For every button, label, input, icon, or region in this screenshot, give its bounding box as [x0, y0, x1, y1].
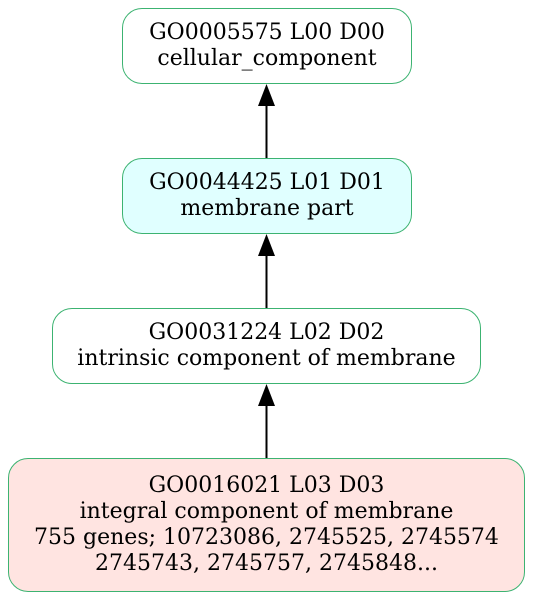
node-go0044425: GO0044425 L01 D01 membrane part [122, 158, 412, 234]
node-id: GO0031224 L02 D02 [148, 320, 385, 345]
node-go0016021: GO0016021 L03 D03 integral component of … [8, 458, 525, 592]
node-name: cellular_component [157, 46, 377, 71]
node-go0005575: GO0005575 L00 D00 cellular_component [122, 8, 412, 84]
arrowhead-icon [258, 384, 275, 406]
node-id: GO0016021 L03 D03 [148, 473, 385, 498]
edge-go0031224-to-go0044425 [258, 234, 275, 308]
arrowhead-icon [258, 84, 275, 106]
node-genes-line: 2745743, 2745757, 2745848... [95, 551, 438, 576]
node-go0031224: GO0031224 L02 D02 intrinsic component of… [52, 308, 481, 384]
arrowhead-icon [258, 234, 275, 256]
node-genes-line: 755 genes; 10723086, 2745525, 2745574 [34, 525, 499, 550]
node-name: membrane part [180, 196, 354, 221]
node-id: GO0044425 L01 D01 [149, 170, 385, 195]
node-name: integral component of membrane [79, 499, 454, 524]
edge-go0044425-to-go0005575 [258, 84, 275, 158]
node-name: intrinsic component of membrane [77, 346, 456, 371]
node-id: GO0005575 L00 D00 [149, 20, 385, 45]
edge-go0016021-to-go0031224 [258, 384, 275, 458]
